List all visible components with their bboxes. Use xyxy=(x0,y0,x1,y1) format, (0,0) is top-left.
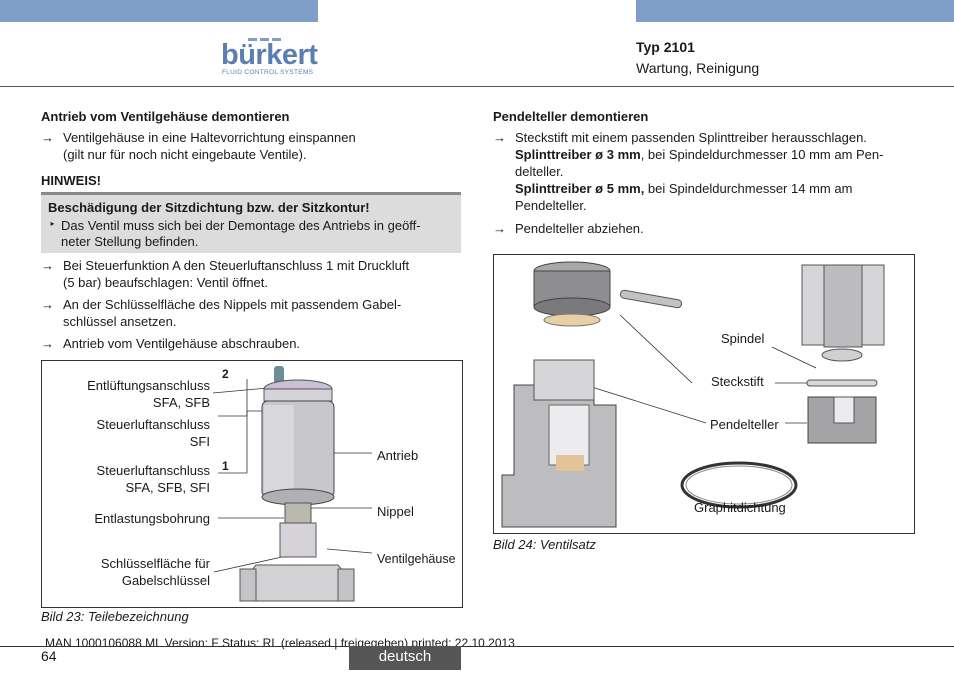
label-schluesselflaeche-2: Gabelschlüssel xyxy=(121,573,210,588)
document-type: Typ 2101 xyxy=(636,39,695,55)
hinweis-box-title: Beschädigung der Sitzdichtung bzw. der S… xyxy=(48,200,370,215)
right-heading: Pendelteller demontieren xyxy=(493,109,649,124)
label-entlueftung-1: Entlüftungsanschluss xyxy=(87,378,210,393)
left-step-2: → Bei Steuerfunktion A den Steuerluftans… xyxy=(41,258,410,290)
label-steckstift: Steckstift xyxy=(711,374,764,389)
language-tab: deutsch xyxy=(349,646,461,670)
label-graphitdichtung: Graphitdichtung xyxy=(694,500,786,515)
label-num-1: 1 xyxy=(222,459,229,473)
logo-dots xyxy=(248,38,281,42)
left-heading: Antrieb vom Ventilgehäuse demontieren xyxy=(41,109,290,124)
label-steuerluft-sfi-2: SFI xyxy=(189,434,210,449)
label-entlastungsbohrung: Entlastungsbohrung xyxy=(94,511,210,526)
figure-24-caption: Bild 24: Ventilsatz xyxy=(493,537,596,552)
logo-subtitle: FLUID CONTROL SYSTEMS xyxy=(222,69,314,76)
language-label: deutsch xyxy=(378,648,432,665)
arrow-icon: → xyxy=(41,297,54,312)
hinweis-text-1: Das Ventil muss sich bei der Demontage d… xyxy=(61,218,421,233)
label-ventilgehaeuse: Ventilgehäuse xyxy=(377,552,456,566)
label-pendelteller: Pendelteller xyxy=(710,417,779,432)
label-schluesselflaeche-1: Schlüsselfläche für xyxy=(100,556,210,571)
label-steuerluft-all-2: SFA, SFB, SFI xyxy=(125,480,210,495)
hinweis-title: HINWEIS! xyxy=(41,173,101,188)
header-bar-left xyxy=(0,0,318,22)
label-nippel: Nippel xyxy=(377,504,414,519)
document-section: Wartung, Reinigung xyxy=(636,60,760,76)
valve-drawing xyxy=(212,366,373,602)
header-bar-right xyxy=(636,0,954,22)
header-divider xyxy=(0,86,954,87)
arrow-icon: → xyxy=(493,130,506,145)
burkert-logo: bürkert FLUID CONTROL SYSTEMS xyxy=(221,38,321,78)
right-step-1: → Steckstift mit einem passenden Splintt… xyxy=(493,130,884,213)
label-num-2: 2 xyxy=(222,367,229,381)
label-entlueftung-2: SFA, SFB xyxy=(152,395,210,410)
hinweis-text-2: neter Stellung befinden. xyxy=(61,234,199,249)
arrow-icon: → xyxy=(41,130,54,145)
left-step-3: → An der Schlüsselfläche des Nippels mit… xyxy=(41,297,402,329)
label-steuerluft-sfi-1: Steuerluftanschluss xyxy=(96,417,210,432)
arrow-icon: → xyxy=(41,258,54,273)
right-step-2: → Pendelteller abziehen. xyxy=(493,221,644,236)
valve-set-drawing xyxy=(501,261,885,528)
label-antrieb: Antrieb xyxy=(377,448,419,463)
figure-23: Entlüftungsanschluss SFA, SFB Steuerluft… xyxy=(41,360,463,608)
figure-24: Spindel Steckstift Pendelteller Graphitd… xyxy=(493,254,915,534)
bullet-icon: ‣ xyxy=(49,219,56,231)
left-step-4: → Antrieb vom Ventilgehäuse abschrauben. xyxy=(41,336,301,351)
left-step-1: → Ventilgehäuse in eine Haltevorrichtung… xyxy=(41,130,356,162)
footer-divider xyxy=(0,646,954,647)
figure-23-caption: Bild 23: Teilebezeichnung xyxy=(41,609,189,624)
label-steuerluft-all-1: Steuerluftanschluss xyxy=(96,463,210,478)
arrow-icon: → xyxy=(41,336,54,351)
hinweis-rule xyxy=(41,192,461,195)
logo-wordmark: bürkert xyxy=(221,39,318,71)
arrow-icon: → xyxy=(493,221,506,236)
hinweis-box: Beschädigung der Sitzdichtung bzw. der S… xyxy=(41,195,461,253)
label-spindel: Spindel xyxy=(721,331,765,346)
page-number: 64 xyxy=(41,648,57,664)
